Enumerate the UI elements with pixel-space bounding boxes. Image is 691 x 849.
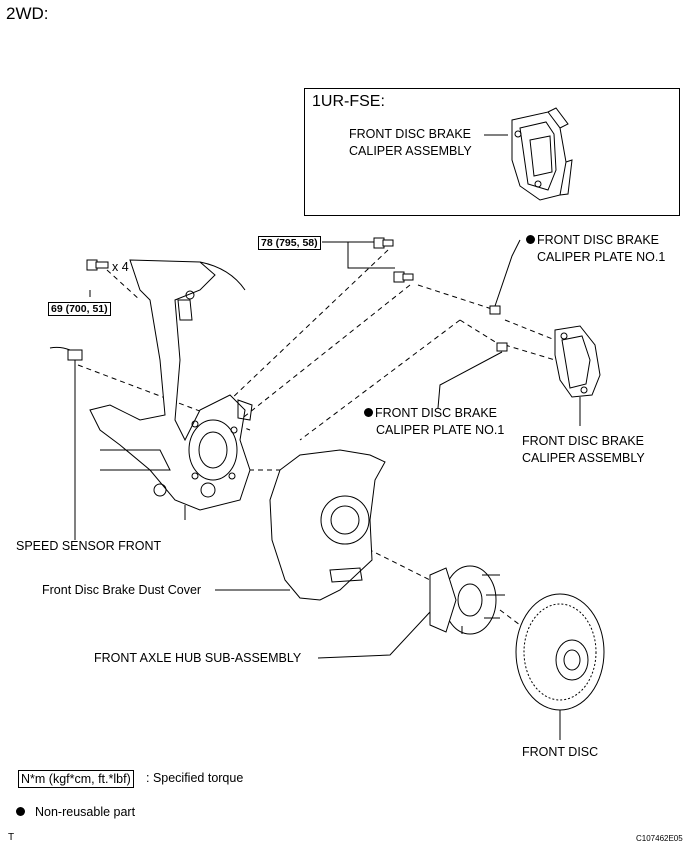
caliper-assembly-line2: CALIPER ASSEMBLY [522,451,645,465]
caliper-plate-lower-line2: CALIPER PLATE NO.1 [376,423,505,437]
axle-hub-label: FRONT AXLE HUB SUB-ASSEMBLY [94,651,302,665]
torque-caliper-bolt: 78 (795, 58) [258,236,321,250]
footer-left: T [8,832,15,843]
page-title: 2WD: [6,4,49,23]
caliper-plate-upper-line1: FRONT DISC BRAKE [526,233,659,248]
legend-torque-desc: : Specified torque [146,771,244,785]
caliper-plate-lower-text1: FRONT DISC BRAKE [375,406,498,420]
non-reusable-dot-icon [526,235,535,244]
inset-caliper-drawing [511,107,573,201]
footer-figure-id: C107462E05 [636,834,683,843]
non-reusable-dot-icon [364,408,373,417]
inset-1ur-fse-box: 1UR-FSE: FRONT DISC BRAKE CALIPER ASSEMB… [304,88,680,216]
speed-sensor-label: SPEED SENSOR FRONT [16,539,162,553]
speed-sensor-drawing [49,346,83,540]
bolt-shapes [86,237,414,283]
dust-cover-drawing [215,449,386,601]
caliper-plate-upper-line2: CALIPER PLATE NO.1 [537,250,666,264]
inset-caliper-label-line1: FRONT DISC BRAKE [349,127,472,141]
caliper-drawing [554,325,601,426]
torque-knuckle-bolt: 69 (700, 51) [48,302,111,316]
inset-caliper-label-line2: CALIPER ASSEMBLY [349,144,472,158]
legend-non-reusable: Non-reusable part [16,805,135,820]
caliper-assembly-line1: FRONT DISC BRAKE [522,434,645,448]
non-reusable-dot-icon [16,807,25,816]
steering-knuckle-drawing [89,259,253,520]
legend-non-reusable-text: Non-reusable part [35,805,136,819]
caliper-plate-drawing [489,305,508,352]
dust-cover-label: Front Disc Brake Dust Cover [42,583,202,597]
legend-torque-unit: N*m (kgf*cm, ft.*lbf) [18,770,134,788]
axle-hub-drawing [317,565,505,659]
front-disc-drawing [515,593,605,740]
front-disc-label: FRONT DISC [522,745,599,759]
inset-title: 1UR-FSE: [312,93,385,110]
caliper-plate-upper-text1: FRONT DISC BRAKE [537,233,660,247]
knuckle-bolt-count: x 4 [112,260,129,274]
caliper-plate-lower-line1: FRONT DISC BRAKE [364,406,497,421]
